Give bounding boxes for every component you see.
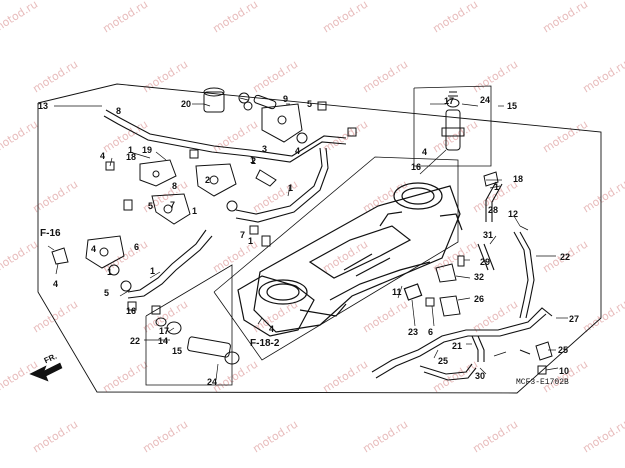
callout-number: 29 — [480, 257, 491, 267]
callout-number: 5 — [104, 288, 110, 298]
sensor-brackets — [85, 103, 303, 269]
callout-number: 18 — [513, 174, 524, 184]
callout-number: 9 — [283, 94, 289, 104]
callout-number: 15 — [507, 101, 518, 111]
callout-number: 10 — [559, 366, 570, 376]
frame-injector-lower — [145, 264, 233, 386]
callout-number: 4 — [295, 146, 301, 156]
callout-number: 32 — [474, 272, 485, 282]
callout-number: 2 — [251, 156, 257, 166]
callout-number: 30 — [475, 371, 486, 381]
fuel-hoses — [103, 109, 553, 381]
callout-number: 1 — [248, 236, 254, 246]
callout-number: 12 — [508, 209, 519, 219]
callout-number: 4 — [53, 279, 59, 289]
leader-lines — [47, 97, 568, 381]
callout-number: 5 — [307, 99, 313, 109]
callout-number: 21 — [452, 341, 463, 351]
callout-number: 1 — [128, 145, 134, 155]
small-parts — [51, 87, 553, 375]
injector-assembly-lower — [155, 317, 240, 365]
callout-number: 1 — [107, 267, 113, 277]
callout-number: 19 — [142, 145, 153, 155]
frame-outline — [37, 83, 602, 394]
callout-number: 11 — [392, 287, 402, 297]
callout-number: 17 — [159, 326, 170, 336]
callout-number: 28 — [488, 205, 499, 215]
callout-number: 24 — [207, 377, 218, 387]
ref-f16: F-16 — [40, 228, 61, 239]
callout-number: 1 — [250, 155, 256, 165]
callout-number: 13 — [38, 101, 49, 111]
callout-number: 1 — [494, 182, 500, 192]
callout-number: 8 — [116, 106, 122, 116]
callout-number: 6 — [428, 327, 434, 337]
callout-number: 8 — [172, 181, 178, 191]
callout-number: 7 — [170, 200, 176, 210]
callout-number: 14 — [158, 336, 169, 346]
callout-number: 4 — [269, 324, 275, 334]
callout-number: 23 — [408, 327, 419, 337]
callout-number: 20 — [181, 99, 192, 109]
callout-number: 6 — [134, 242, 140, 252]
callout-number: 26 — [474, 294, 485, 304]
callout-number: 1 — [288, 183, 294, 193]
callout-number: 31 — [483, 230, 494, 240]
callout-number: 15 — [172, 346, 183, 356]
callout-number: 24 — [480, 95, 491, 105]
frame-throttle — [213, 156, 459, 361]
injector-assembly-upper — [441, 91, 465, 151]
callout-number: 7 — [240, 230, 246, 240]
callout-number: 1 — [192, 206, 198, 216]
diagram-code: MCF3-E1702B — [516, 378, 569, 387]
callout-number: 1 — [150, 266, 156, 276]
callout-number: 4 — [422, 147, 428, 157]
callout-number: 22 — [130, 336, 141, 346]
callout-number: 4 — [100, 151, 106, 161]
callout-number: 25 — [438, 356, 449, 366]
callout-number: 17 — [444, 96, 455, 106]
callout-number: 18 — [126, 152, 137, 162]
front-arrow — [29, 362, 63, 382]
callout-number: 27 — [569, 314, 580, 324]
callout-number: 4 — [91, 244, 97, 254]
ref-f18-2: F-18-2 — [250, 338, 280, 349]
callout-number: 3 — [262, 144, 268, 154]
callout-number: 2 — [205, 175, 211, 185]
callout-number: 16 — [126, 306, 137, 316]
callout-number: 22 — [560, 252, 571, 262]
throttle-body — [237, 182, 463, 337]
callout-number: 25 — [558, 345, 569, 355]
frame-injector-upper — [413, 85, 492, 167]
callout-number: 5 — [148, 201, 154, 211]
callout-number: 16 — [411, 162, 422, 172]
